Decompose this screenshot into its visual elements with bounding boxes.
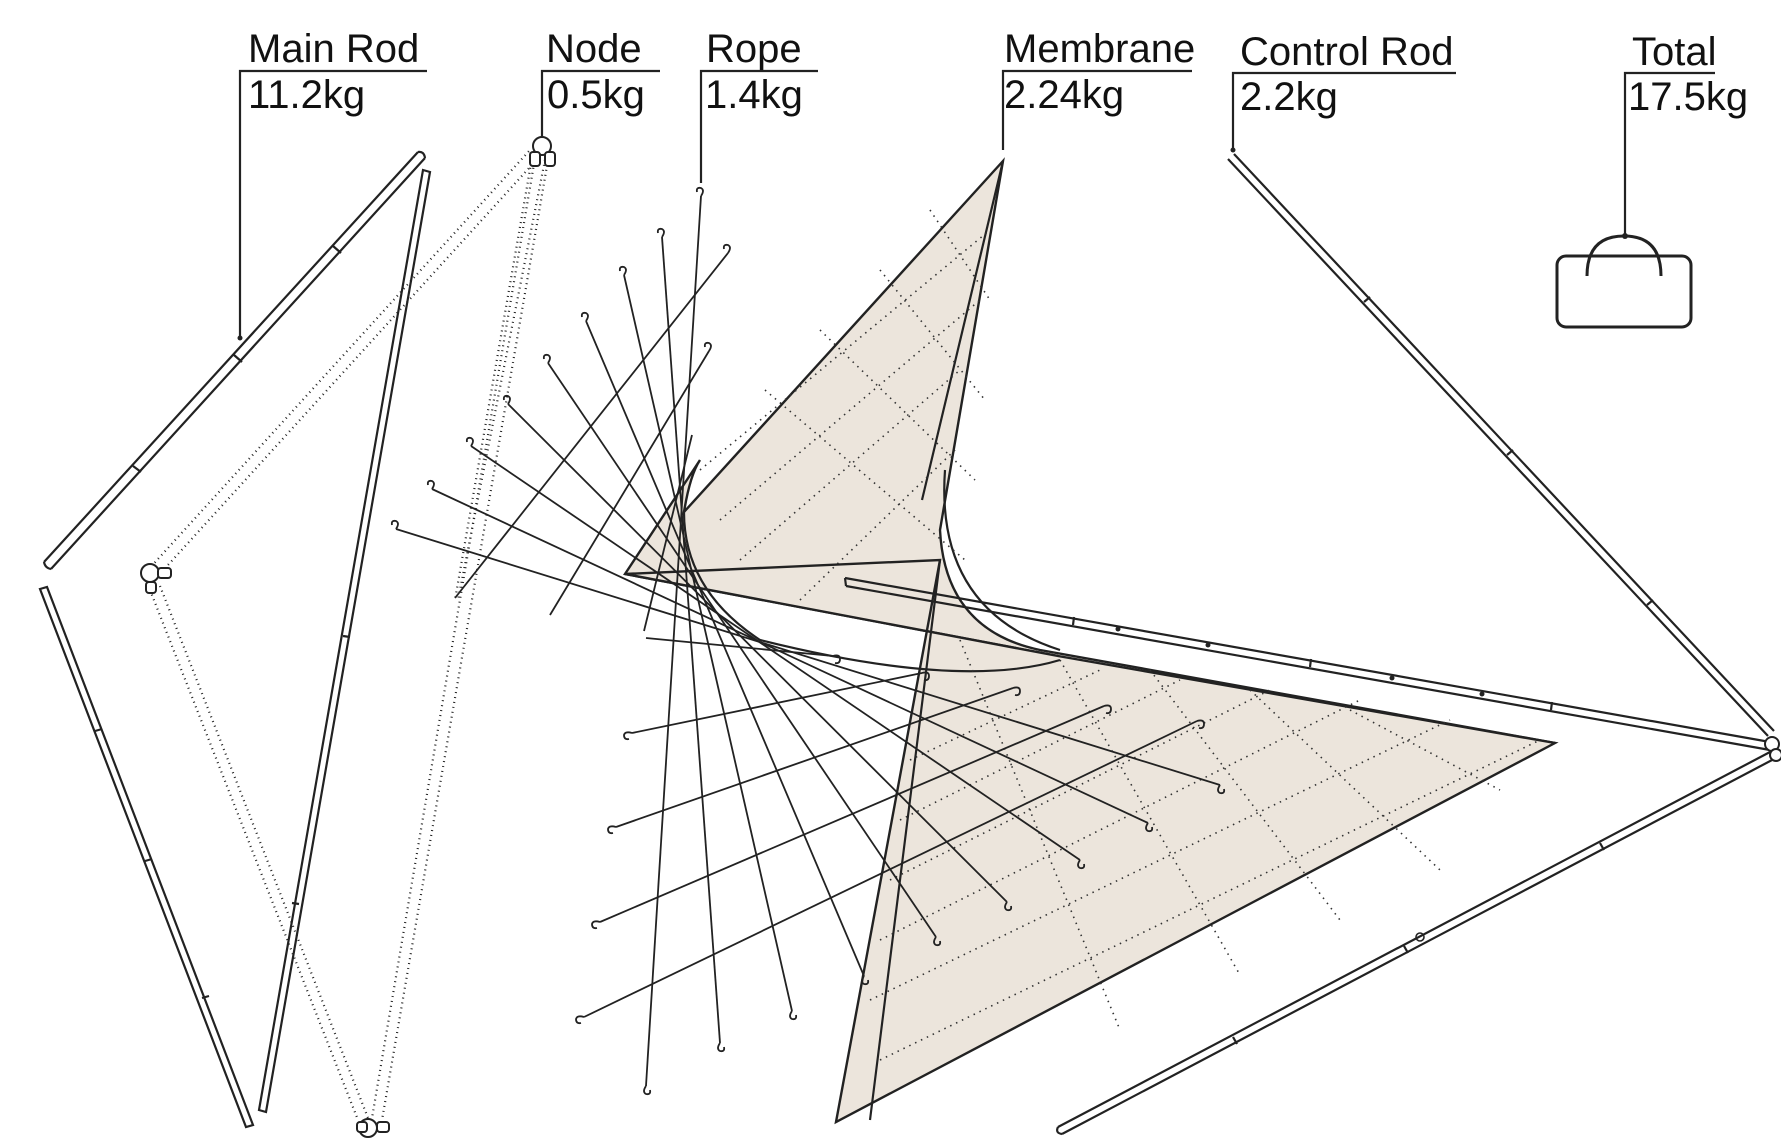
label-main-rod: Main Rod 11.2kg: [238, 27, 427, 338]
rope-weight: 1.4kg: [705, 73, 803, 117]
rope-name: Rope: [706, 27, 802, 71]
label-total: Total 17.5kg: [1623, 30, 1748, 236]
main-rod-segment-2: [257, 168, 432, 1114]
ropes: [390, 186, 1226, 1096]
node-connector-icon: [529, 136, 556, 167]
label-control-rod: Control Rod 2.2kg: [1231, 30, 1456, 150]
control-rod-name: Control Rod: [1240, 30, 1453, 74]
bag-icon: [1555, 233, 1693, 329]
label-rope: Rope 1.4kg: [699, 27, 818, 183]
main-rod-weight: 11.2kg: [248, 73, 365, 117]
node-connector-icon: [140, 563, 172, 594]
main-rod-name: Main Rod: [248, 27, 419, 71]
node-name: Node: [546, 27, 642, 71]
membrane: [623, 157, 1559, 1125]
rope-hooks: [390, 186, 1226, 1096]
node-weight: 0.5kg: [547, 73, 645, 117]
control-rods: [843, 147, 1781, 1136]
node-connector-icon: [356, 1118, 390, 1138]
main-rod-segment-3: [38, 585, 255, 1129]
main-rods: [38, 150, 432, 1129]
total-weight: 17.5kg: [1628, 75, 1748, 119]
membrane-name: Membrane: [1004, 27, 1195, 71]
membrane-weight: 2.24kg: [1004, 73, 1124, 117]
label-membrane: Membrane 2.24kg: [1001, 27, 1195, 150]
control-rod-segment-3: [1056, 751, 1775, 1136]
main-rod-segment-1: [42, 150, 427, 571]
nodes: [140, 136, 556, 1138]
control-rod-joint: [1764, 736, 1781, 762]
total-name: Total: [1632, 30, 1717, 74]
control-rod-segment-1: [1227, 147, 1775, 737]
control-rod-weight: 2.2kg: [1240, 75, 1338, 119]
control-rod-segment-2: [843, 576, 1771, 752]
label-node: Node 0.5kg: [540, 27, 660, 138]
